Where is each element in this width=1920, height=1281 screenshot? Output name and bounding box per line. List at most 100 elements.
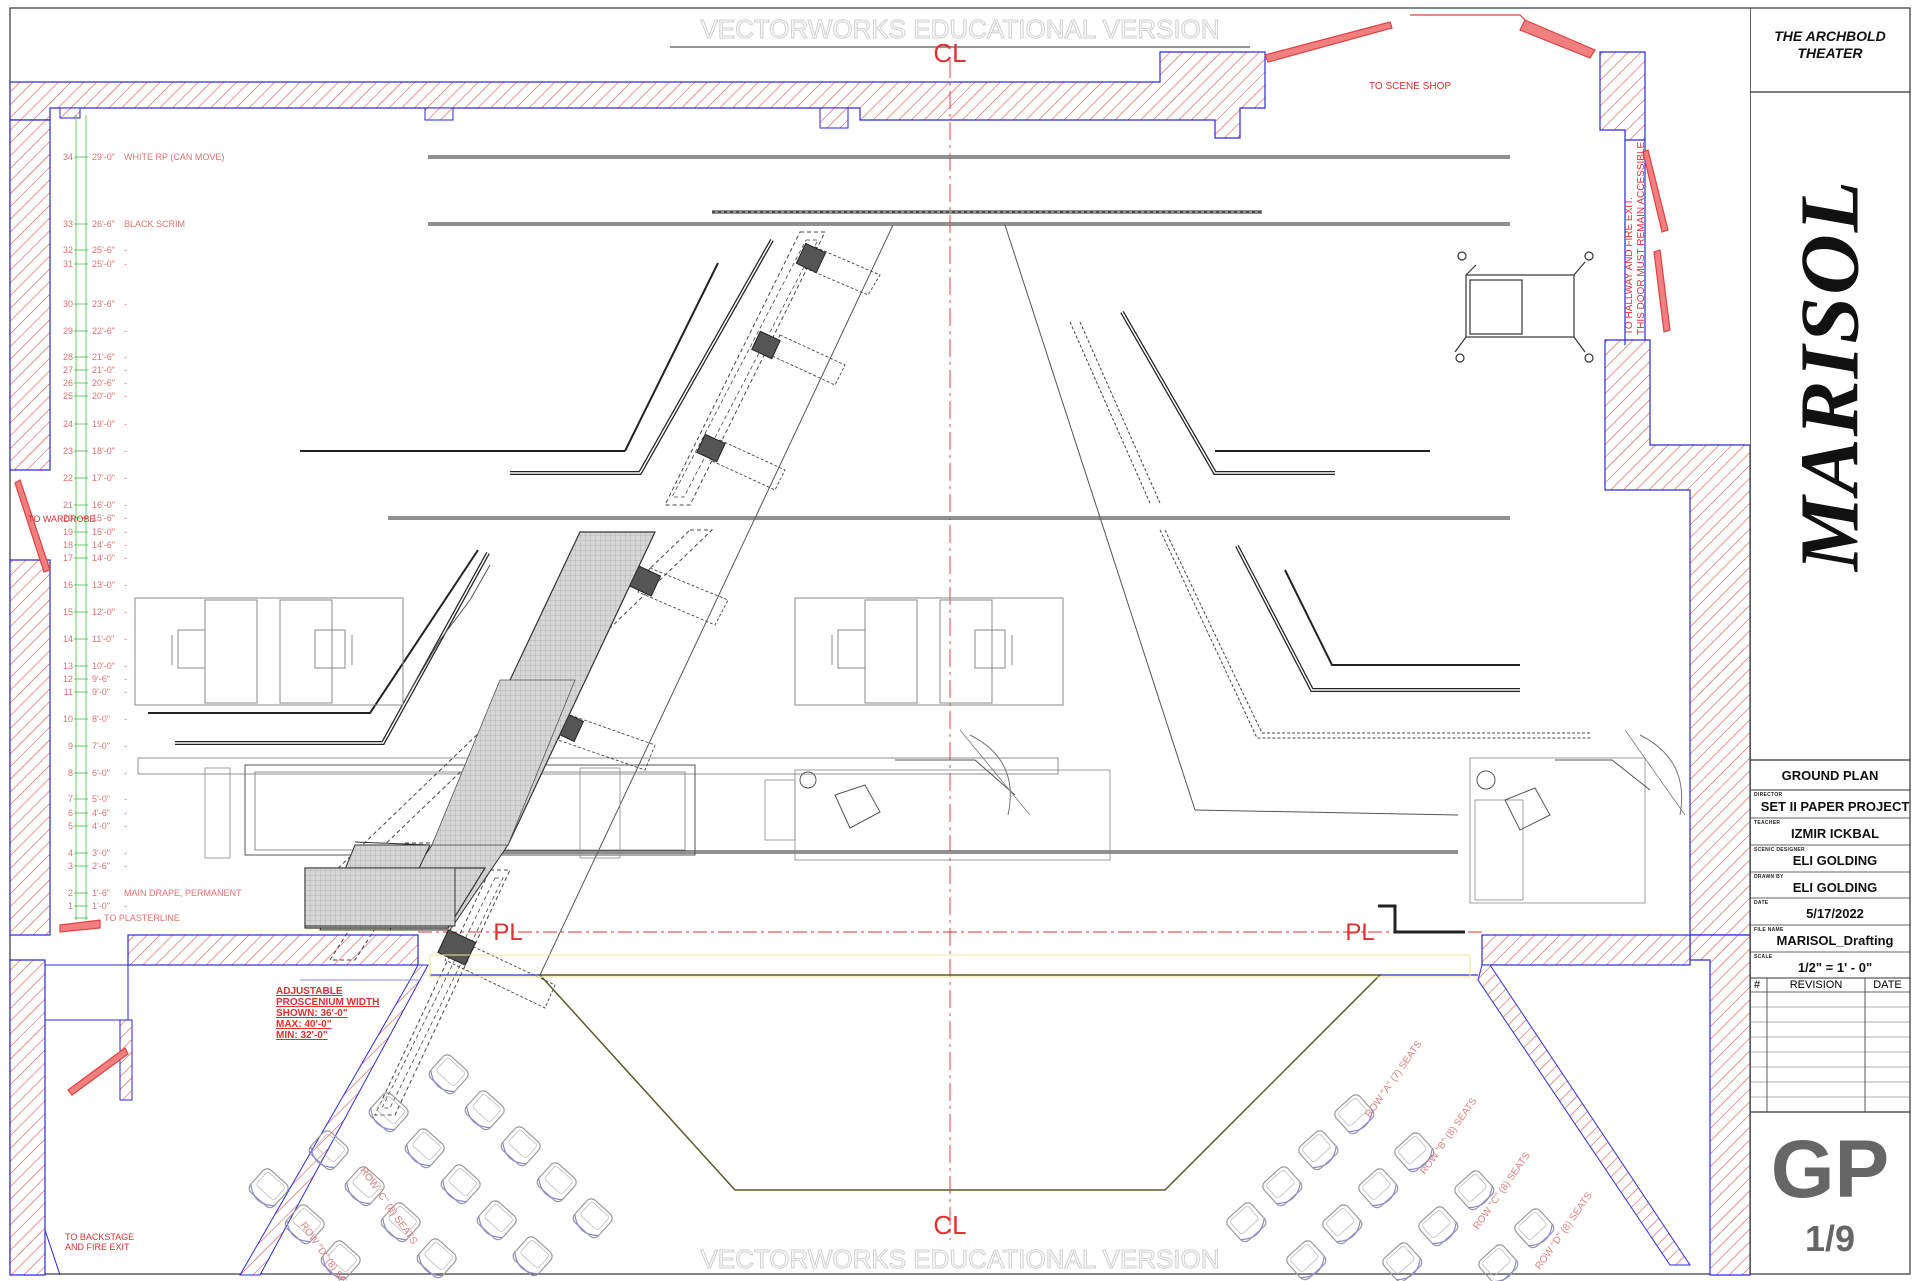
lineset-number: 8 bbox=[68, 768, 73, 778]
lineset-distance: 11'-0" bbox=[92, 634, 114, 644]
lineset-name: - bbox=[124, 580, 127, 590]
lineset-name: - bbox=[124, 607, 127, 617]
lineset-distance: 18'-0" bbox=[92, 446, 115, 456]
lineset-number: 4 bbox=[68, 848, 73, 858]
proscenium-note: ADJUSTABLE PROSCENIUM WIDTH SHOWN: 36'-0… bbox=[276, 986, 379, 1041]
lineset-name: - bbox=[124, 299, 127, 309]
lineset-name: - bbox=[124, 378, 127, 388]
lineset-name: - bbox=[124, 500, 127, 510]
hallway-exit-label-1: TO HALLWAY AND FIRE EXIT. bbox=[1624, 197, 1635, 335]
lineset-number: 9 bbox=[68, 741, 73, 751]
seat bbox=[401, 1125, 448, 1172]
doors bbox=[14, 14, 1671, 1096]
lineset-number: 12 bbox=[63, 674, 73, 684]
scenery bbox=[134, 155, 1686, 1116]
sheet-code: GP bbox=[1770, 1124, 1890, 1215]
lineset-name: - bbox=[124, 540, 127, 550]
lineset-name: - bbox=[124, 352, 127, 362]
director-label: DIRECTOR bbox=[1754, 792, 1783, 798]
seat bbox=[461, 1087, 508, 1134]
file-name-value: MARISOL_Drafting bbox=[1776, 933, 1894, 948]
lineset-number: 26 bbox=[63, 378, 73, 388]
sheet-type: GROUND PLAN bbox=[1781, 768, 1879, 783]
lineset-name: - bbox=[124, 634, 127, 644]
seat bbox=[569, 1195, 616, 1242]
seat bbox=[1379, 1239, 1426, 1281]
lineset-number: 11 bbox=[64, 687, 73, 697]
lineset-number: 19 bbox=[63, 527, 73, 537]
lineset-name: - bbox=[124, 741, 127, 751]
lineset-name: - bbox=[124, 527, 127, 537]
lineset-name: - bbox=[124, 674, 127, 684]
date-label: DATE bbox=[1754, 900, 1769, 906]
lineset-distance: 21'-6" bbox=[92, 352, 115, 362]
lineset-name: - bbox=[124, 901, 127, 911]
seat bbox=[473, 1197, 520, 1244]
lineset-name: MAIN DRAPE, PERMANENT bbox=[124, 888, 242, 898]
lineset-number: 31 bbox=[63, 259, 73, 269]
lineset-distance: 20'-6" bbox=[92, 378, 115, 388]
lineset-number: 18 bbox=[63, 540, 73, 550]
lineset-distance: 16'-0" bbox=[92, 500, 115, 510]
lineset-number: 3 bbox=[68, 861, 73, 871]
lineset-distance: 8'-0" bbox=[92, 714, 110, 724]
scale-label: SCALE bbox=[1754, 954, 1773, 960]
lineset-distance: 20'-0" bbox=[92, 391, 115, 401]
seat bbox=[1223, 1199, 1270, 1246]
lineset-number: 14 bbox=[63, 634, 73, 644]
lineset-distance: 23'-6" bbox=[92, 299, 115, 309]
lineset-name: - bbox=[124, 245, 127, 255]
lineset-distance: 14'-6" bbox=[92, 540, 115, 550]
lineset-number: 33 bbox=[63, 219, 73, 229]
revision-header: REVISION bbox=[1789, 979, 1843, 991]
lineset-name: - bbox=[124, 365, 127, 375]
lineset-distance: 1'-0" bbox=[92, 901, 110, 911]
lineset-number: 24 bbox=[63, 419, 73, 429]
designer-label: SCENIC DESIGNER bbox=[1754, 847, 1805, 853]
plaster-mark-left: PL bbox=[493, 919, 522, 946]
row-d-left-label: ROW "D" (8) SEATS bbox=[298, 1220, 360, 1281]
lineset-distance: 15'-6" bbox=[92, 513, 115, 523]
seat bbox=[425, 1051, 472, 1098]
show-title: MARISOL bbox=[1783, 178, 1877, 572]
lineset-distance: 14'-0" bbox=[92, 553, 115, 563]
seat bbox=[497, 1123, 544, 1170]
svg-text:SHOWN: 36'-0": SHOWN: 36'-0" bbox=[276, 1008, 348, 1019]
lineset-name: - bbox=[124, 553, 127, 563]
lineset-distance: 12'-0" bbox=[92, 607, 115, 617]
seat bbox=[1355, 1165, 1402, 1212]
lineset-name: BLACK SCRIM bbox=[124, 219, 185, 229]
lineset-number: 17 bbox=[63, 553, 73, 563]
row-d-label: ROW "D" (8) SEATS bbox=[1533, 1190, 1595, 1271]
lineset-number: 15 bbox=[63, 607, 73, 617]
lineset-name: - bbox=[124, 861, 127, 871]
apron-lip bbox=[429, 954, 1471, 978]
lineset-distance: 10'-0" bbox=[92, 661, 115, 671]
lineset-name: - bbox=[124, 794, 127, 804]
row-a-label: ROW "A" (7) SEATS bbox=[1363, 1039, 1424, 1120]
seat bbox=[1283, 1237, 1330, 1281]
drawn-by-value: ELI GOLDING bbox=[1792, 880, 1878, 895]
wardrobe-label: TO WARDROBE bbox=[28, 514, 96, 524]
designer-value: ELI GOLDING bbox=[1792, 853, 1878, 868]
title-block: THE ARCHBOLD THEATER MARISOL GROUND PLAN… bbox=[1750, 0, 1920, 1281]
theater-name: THE ARCHBOLD THEATER bbox=[1774, 28, 1886, 61]
lineset-distance: 17'-0" bbox=[92, 473, 115, 483]
scene-shop-label: TO SCENE SHOP bbox=[1369, 81, 1451, 92]
row-b-label: ROW "B" (8) SEATS bbox=[1418, 1096, 1479, 1177]
lineset-number: 10 bbox=[63, 714, 73, 724]
watermark-bottom: VECTORWORKS EDUCATIONAL VERSION bbox=[700, 1244, 1219, 1274]
revision-date-header: DATE bbox=[1873, 979, 1902, 991]
svg-text:ADJUSTABLE: ADJUSTABLE bbox=[276, 986, 343, 997]
lineset-distance: 4'-0" bbox=[92, 821, 110, 831]
lineset-distance: 22'-6" bbox=[92, 326, 115, 336]
lineset-distance: 15'-0" bbox=[92, 527, 115, 537]
lineset-distance: 5'-0" bbox=[92, 794, 110, 804]
lineset-number: 21 bbox=[63, 500, 73, 510]
lineset-name: - bbox=[124, 391, 127, 401]
rolling-cart bbox=[1454, 251, 1594, 363]
apron-outline bbox=[538, 974, 1382, 1191]
watermark-top: VECTORWORKS EDUCATIONAL VERSION bbox=[700, 14, 1219, 44]
lineset-number: 16 bbox=[63, 580, 73, 590]
